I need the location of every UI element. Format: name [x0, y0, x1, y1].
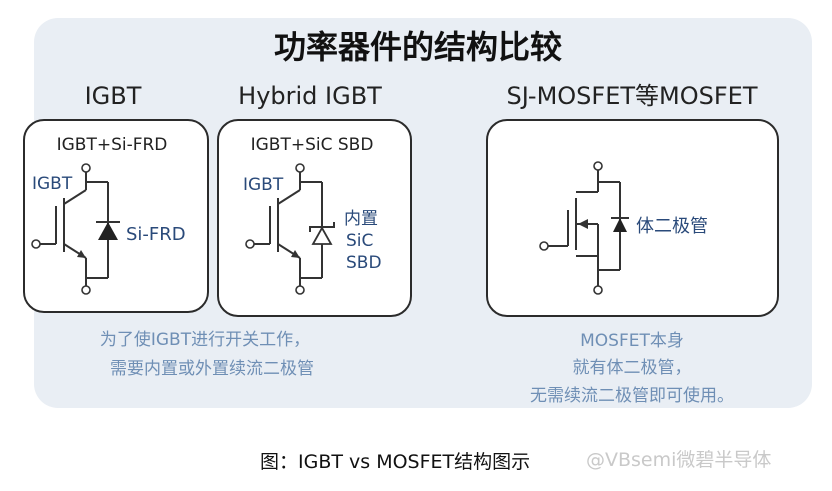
- column-heading-hybrid-igbt: Hybrid IGBT: [238, 82, 382, 110]
- mosfet-note-line-1: MOSFET本身: [580, 331, 684, 351]
- igbt-circuit-box: [23, 119, 209, 313]
- hybrid-igbt-circuit-box: [217, 119, 412, 317]
- diode-symbol-icon: [86, 181, 120, 279]
- igbt-device-label: IGBT: [32, 174, 73, 194]
- hybrid-box-label: IGBT+SiC SBD: [251, 135, 374, 155]
- mosfet-circuit-box: [486, 119, 779, 317]
- sbd-label-line-3: SBD: [346, 253, 382, 273]
- column-heading-mosfet: SJ-MOSFET等MOSFET: [506, 82, 757, 110]
- igbt-note-line-2: 需要内置或外置续流二极管: [110, 359, 314, 379]
- mosfet-note-line-2: 就有体二极管，: [573, 358, 692, 378]
- diode-label: Si-FRD: [126, 224, 186, 245]
- body-diode-symbol-icon: [598, 181, 629, 271]
- sbd-label-line-1: 内置: [344, 209, 378, 229]
- schottky-diode-symbol-icon: [300, 181, 335, 279]
- sbd-label-line-2: SiC: [346, 231, 373, 251]
- page-title: 功率器件的结构比较: [274, 28, 562, 66]
- body-diode-label: 体二极管: [636, 216, 708, 237]
- watermark: @VBsemi微碧半导体: [586, 449, 771, 471]
- igbt-box-label: IGBT+Si-FRD: [57, 135, 168, 155]
- mosfet-symbol-icon: [539, 161, 603, 295]
- igbt-symbol-icon: [31, 163, 91, 295]
- figure-caption: 图：IGBT vs MOSFET结构图示: [260, 451, 530, 473]
- mosfet-note-line-3: 无需续流二极管即可使用。: [530, 385, 734, 406]
- igbt-note-line-1: 为了使IGBT进行开关工作，: [100, 329, 310, 350]
- column-heading-igbt: IGBT: [85, 82, 142, 110]
- hybrid-device-label: IGBT: [243, 175, 284, 195]
